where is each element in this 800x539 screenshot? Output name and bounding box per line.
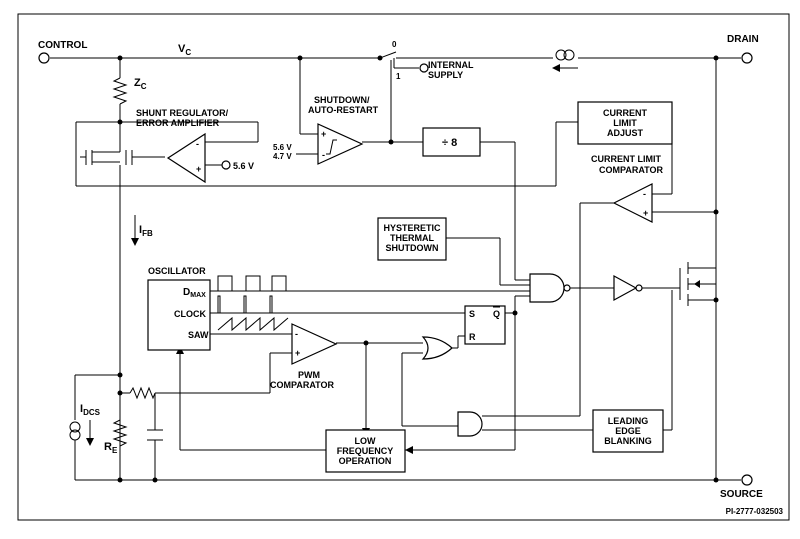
leb-label-3: BLANKING (604, 436, 652, 446)
and-gate-bubble (563, 284, 571, 292)
leading-edge-blanking-block (592, 409, 664, 453)
drain-label: DRAIN (727, 34, 759, 45)
climit-adjust-label-2: LIMIT (613, 118, 637, 128)
current-source-icon (555, 49, 575, 61)
thermal-label-2: THERMAL (390, 233, 434, 243)
internal-supply-label-2: SUPPLY (428, 70, 463, 80)
blanking-and-gate (457, 411, 483, 437)
leb-label-2: EDGE (615, 426, 641, 436)
shunt-label-1: SHUNT REGULATOR/ (136, 108, 229, 118)
zc-label: ZC (134, 77, 147, 91)
leb-label-1: LEADING (608, 416, 649, 426)
or-gate (421, 336, 453, 360)
source-label: SOURCE (720, 489, 763, 500)
saw-label: SAW (188, 330, 209, 340)
internal-supply-terminal (419, 63, 429, 73)
error-amplifier (166, 132, 206, 184)
shunt-label-2: ERROR AMPLIFIER (136, 118, 220, 128)
ff-r-label: R (469, 332, 476, 342)
clock-waveform (217, 295, 273, 313)
divide-by-8-block (422, 127, 481, 157)
figure-border (17, 13, 790, 521)
re-resistor (112, 419, 128, 450)
lfo-label-3: OPERATION (339, 456, 392, 466)
sr-flipflop (464, 305, 506, 345)
pwm-label-1: PWM (298, 370, 320, 380)
drain-terminal (741, 52, 753, 64)
climit-comparator-label-2: COMPARATOR (599, 165, 663, 175)
filter-capacitor (147, 429, 163, 441)
hysteresis-icon (326, 139, 337, 155)
vc-label: VC (178, 43, 191, 57)
ref-5v6-terminal (221, 160, 231, 170)
zc-resistor (112, 77, 128, 105)
thermal-shutdown-block (377, 217, 447, 261)
clock-label: CLOCK (174, 309, 206, 319)
current-limit-adjust-block (577, 101, 673, 145)
output-inverter (613, 274, 638, 302)
shutdown-label-1: SHUTDOWN/ (314, 95, 370, 105)
shutdown-label-2: AUTO-RESTART (308, 105, 379, 115)
figure-id: PI-2777-032503 (726, 507, 784, 516)
dmax-label: DMAX (183, 287, 206, 299)
oscillator-block (147, 279, 211, 351)
idcs-label: IDCS (80, 403, 101, 417)
switch-pivot (377, 55, 383, 61)
climit-adjust-label-3: ADJUST (607, 128, 644, 138)
ff-q-label: Q (493, 309, 500, 319)
lfo-label-2: FREQUENCY (337, 446, 394, 456)
thermal-label-3: SHUTDOWN (386, 243, 439, 253)
current-limit-comparator (612, 183, 653, 223)
pwm-comparator (291, 323, 338, 365)
filter-resistor (129, 386, 156, 400)
saw-waveform (217, 316, 289, 332)
low-frequency-operation-block (325, 429, 406, 473)
ff-s-label: S (469, 309, 475, 319)
junction-dots (117, 55, 719, 483)
climit-comparator-label-1: CURRENT LIMIT (591, 154, 661, 164)
pwm-label-2: COMPARATOR (270, 380, 334, 390)
shutdown-cmp-plus: + (321, 129, 326, 139)
pwm-cmp-minus: - (295, 329, 298, 339)
inverter-bubble (635, 284, 643, 292)
climit-cmp-plus: + (643, 208, 648, 218)
control-label: CONTROL (38, 40, 87, 51)
pwm-cmp-plus: + (295, 348, 300, 358)
lfo-label-1: LOW (355, 436, 376, 446)
error-amp-minus: - (196, 139, 199, 149)
source-terminal (741, 474, 753, 486)
switch-1-label: 1 (396, 72, 401, 81)
dmax-waveform (217, 275, 287, 292)
switch-0-label: 0 (392, 40, 397, 49)
re-label: RE (104, 441, 118, 455)
hyst-low-label: 4.7 V (273, 152, 292, 161)
error-amp-plus: + (196, 164, 201, 174)
hyst-high-label: 5.6 V (273, 143, 292, 152)
main-and-gate (529, 273, 565, 303)
shutdown-cmp-minus: - (322, 150, 325, 160)
idcs-current-source-icon (69, 421, 81, 441)
divider-label: ÷ 8 (442, 137, 457, 149)
climit-adjust-label-1: CURRENT (603, 108, 648, 118)
oscillator-label: OSCILLATOR (148, 266, 206, 276)
thermal-label-1: HYSTERETIC (383, 223, 441, 233)
control-terminal (38, 52, 50, 64)
climit-cmp-minus: - (643, 189, 646, 199)
ifb-label: IFB (139, 224, 153, 238)
ref-5v6-label: 5.6 V (233, 161, 254, 171)
internal-supply-label-1: INTERNAL (428, 60, 474, 70)
